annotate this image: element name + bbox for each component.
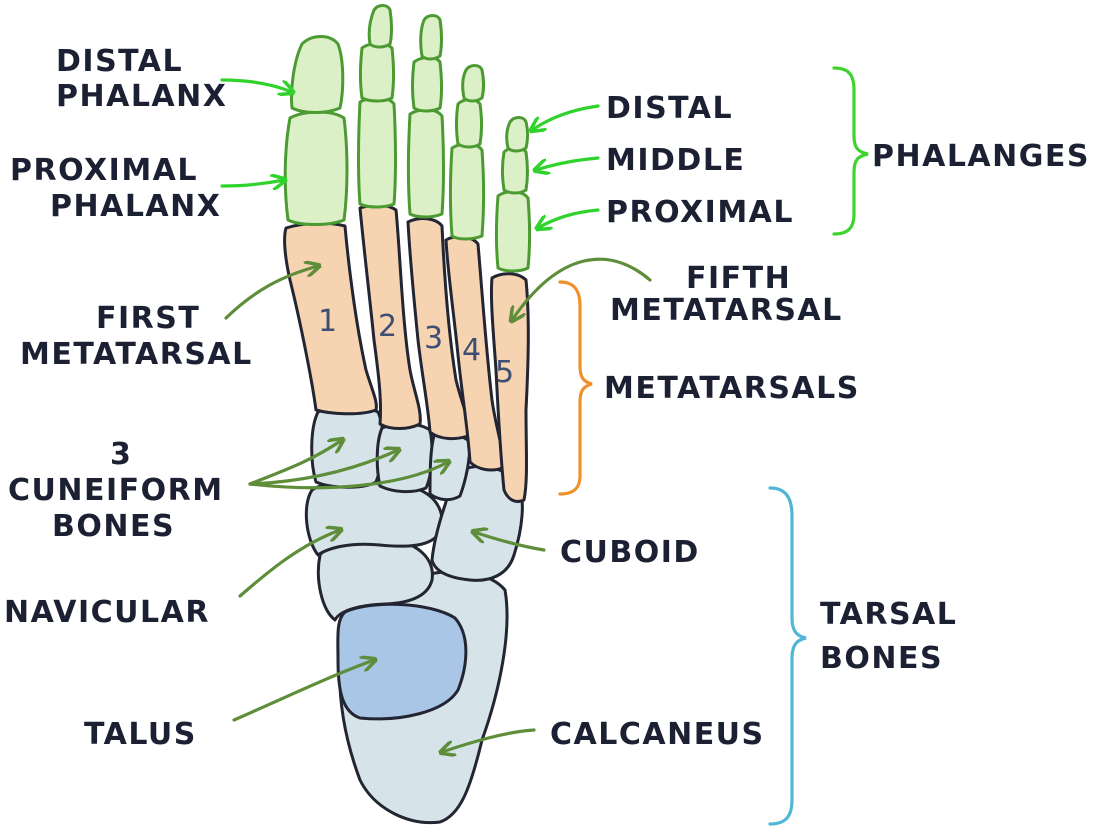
label-cuneiform-line1: 3 [110,437,132,472]
metatarsal-number-2: 2 [378,309,397,344]
metatarsal-number-1: 1 [318,304,337,339]
label-distal-phalanx-line2: PHALANX [56,79,227,114]
metatarsal-number-4: 4 [462,333,481,368]
label-tarsal-bones-line2: BONES [820,641,943,676]
metatarsal-number-3: 3 [424,321,443,356]
toe4-distal-phalanx [461,64,485,103]
arrow-cuboid [474,532,546,552]
arrow-proximal-phalanx [220,180,284,186]
label-distal-phalanx-line1: DISTAL [56,44,183,79]
arrow-navicular [238,530,340,598]
label-metatarsals: METATARSALS [604,371,860,406]
phalanges [283,4,531,273]
navicular-upper [304,480,444,557]
toe4-middle-phalanx [455,98,483,149]
label-navicular: NAVICULAR [4,595,210,630]
label-cuboid: CUBOID [560,535,700,570]
label-first-metatarsal-line1: FIRST [96,301,200,336]
label-proximal-phalanx-line1: PROXIMAL [10,153,198,188]
arrow-cuneiform-2 [248,450,398,486]
talus-bone [336,602,468,721]
toe5-proximal-phalanx [495,190,531,273]
arrow-distal-phalanx [220,78,292,92]
toe2-distal-phalanx [367,4,393,49]
label-fifth-metatarsal-line1: FIFTH [686,261,791,296]
label-calcaneus: CALCANEUS [550,717,765,752]
arrow-fifth-metatarsal [512,257,652,320]
label-middle: MIDDLE [606,143,745,178]
toe2-proximal-phalanx [357,96,397,209]
metatarsal-number-5: 5 [495,355,514,390]
toe5-distal-phalanx [505,116,529,153]
arrow-talus [232,660,374,722]
arrow-cuneiform-1 [248,440,342,486]
label-talus: TALUS [84,717,197,752]
toe2-middle-phalanx [359,42,395,103]
label-phalanges: PHALANGES [872,139,1090,174]
toe3-distal-phalanx [419,14,443,61]
toe1-proximal-phalanx [283,110,349,226]
toe3-proximal-phalanx [407,108,445,219]
metatarsals-bracket [558,280,593,496]
toe1-distal-phalanx [290,35,345,114]
phalanges-bracket [832,66,869,236]
metatarsal-2 [358,203,422,430]
arrow-distal [532,104,600,130]
arrow-proximal [538,208,600,228]
arrow-cuneiform-3 [248,462,448,490]
metatarsal-5 [489,272,530,504]
label-distal: DISTAL [606,91,733,126]
label-cuneiform-line3: BONES [52,509,175,544]
arrow-middle [536,156,600,170]
label-tarsal-bones-line1: TARSAL [820,597,957,632]
label-proximal: PROXIMAL [606,195,794,230]
toe4-proximal-phalanx [449,142,485,241]
toe3-middle-phalanx [411,56,443,113]
toe5-middle-phalanx [501,146,529,195]
tarsal-bones-bracket [768,486,807,826]
arrow-first-metatarsal [224,266,318,320]
label-cuneiform-line2: CUNEIFORM [8,473,224,508]
label-first-metatarsal-line2: METATARSAL [20,337,253,372]
arrow-calcaneus [442,728,536,752]
label-proximal-phalanx-line2: PHALANX [50,189,221,224]
label-fifth-metatarsal-line2: METATARSAL [610,293,843,328]
